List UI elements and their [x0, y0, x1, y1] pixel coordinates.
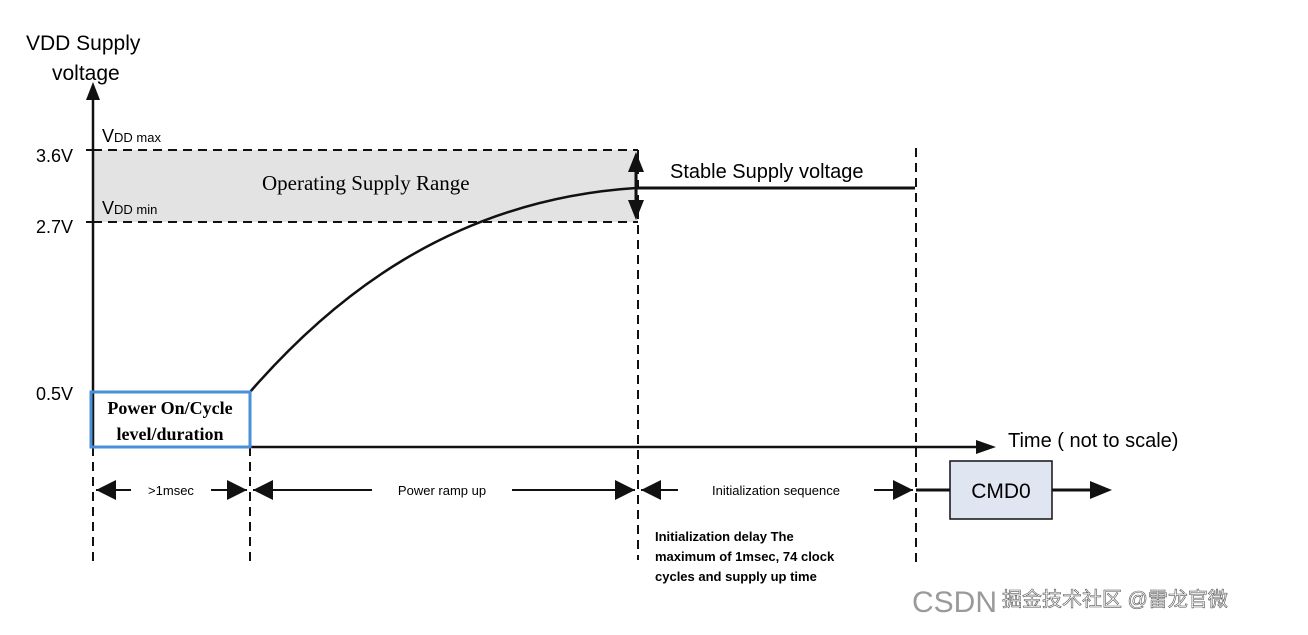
vdd-min-label-sub: DD min — [114, 202, 157, 217]
power-on-cycle-line1: Power On/Cycle — [107, 398, 232, 418]
interval-label-2-bg — [372, 481, 512, 499]
interval-label-2: Power ramp up — [398, 483, 486, 498]
init-note-line2: maximum of 1msec, 74 clock — [655, 549, 835, 564]
cmd0-label: CMD0 — [971, 480, 1031, 503]
x-axis-title: Time ( not to scale) — [1008, 430, 1178, 452]
vdd-max-label: VDD max — [102, 126, 161, 146]
power-on-cycle-box — [89, 390, 252, 449]
y-axis-title-line1: VDD Supply — [26, 32, 141, 55]
x-axis-arrowhead-icon — [976, 440, 996, 454]
vdd-min-label-main: V — [102, 198, 114, 218]
power-ramp-curve — [249, 186, 637, 393]
range-arrow-up-icon — [628, 152, 644, 172]
tick-2.7v: 2.7V — [36, 217, 73, 237]
range-arrow-down-icon — [628, 200, 644, 220]
y-axis-title-line2: voltage — [52, 62, 120, 85]
init-note-line1: Initialization delay The — [655, 529, 794, 544]
stable-supply-label: Stable Supply voltage — [670, 161, 863, 183]
tick-0.5v: 0.5V — [36, 384, 73, 404]
cmd0-arrow-icon — [1090, 481, 1112, 499]
site-watermark: 掘金技术社区 @雷龙官微 — [1002, 588, 1228, 611]
interval-label-1: >1msec — [148, 483, 194, 498]
interval-label-1-bg — [131, 481, 211, 499]
y-axis-arrowhead-icon — [86, 82, 100, 100]
csdn-watermark: CSDN — [912, 586, 997, 619]
power-on-cycle-line2: level/duration — [117, 424, 224, 444]
vdd-max-label-main: V — [102, 126, 114, 146]
vdd-min-label: VDD min — [102, 198, 157, 218]
interval-label-3: Initialization sequence — [712, 483, 840, 498]
operating-supply-band — [93, 150, 638, 222]
vdd-max-label-sub: DD max — [114, 130, 161, 145]
init-note-line3: cycles and supply up time — [655, 569, 817, 584]
interval-label-3-bg — [678, 481, 874, 499]
operating-supply-range-label: Operating Supply Range — [262, 171, 470, 195]
tick-3.6v: 3.6V — [36, 146, 73, 166]
